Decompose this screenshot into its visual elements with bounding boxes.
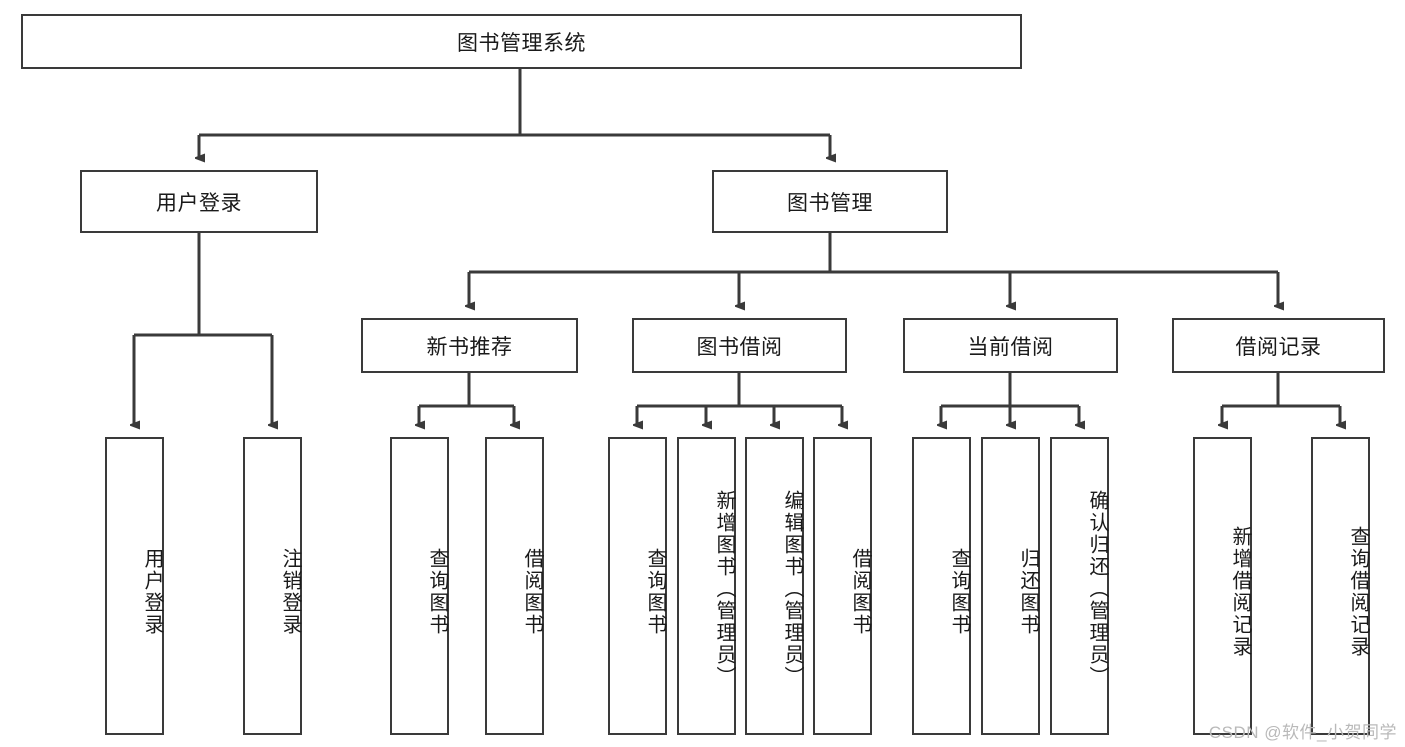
leaf-add-book-admin[interactable]: 新增图书（管理员）	[677, 437, 736, 735]
leaf-borrow-book[interactable]: 借阅图书	[813, 437, 872, 735]
leaf-query-book-borrow[interactable]: 查询图书	[608, 437, 667, 735]
leaf-user-login[interactable]: 用户登录	[105, 437, 164, 735]
node-user-login[interactable]: 用户登录	[80, 170, 318, 233]
node-label: 当前借阅	[967, 335, 1054, 359]
node-book-borrow[interactable]: 图书借阅	[632, 318, 847, 373]
node-label: 新增借阅记录	[1229, 526, 1251, 658]
leaf-query-borrow-record[interactable]: 查询借阅记录	[1311, 437, 1370, 735]
node-label: 用户登录	[141, 548, 163, 636]
node-new-book-recommend[interactable]: 新书推荐	[361, 318, 578, 373]
node-label: 查询图书	[644, 548, 666, 636]
node-label: 用户登录	[156, 191, 242, 215]
node-book-management[interactable]: 图书管理	[712, 170, 948, 233]
node-label: 确认归还（管理员）	[1086, 490, 1108, 688]
node-borrow-record[interactable]: 借阅记录	[1172, 318, 1385, 373]
node-label: 图书借阅	[696, 335, 783, 359]
node-label: 查询图书	[948, 548, 970, 636]
leaf-add-borrow-record[interactable]: 新增借阅记录	[1193, 437, 1252, 735]
leaf-query-book-current[interactable]: 查询图书	[912, 437, 971, 735]
node-label: 编辑图书（管理员）	[781, 490, 803, 688]
node-current-borrow[interactable]: 当前借阅	[903, 318, 1118, 373]
node-label: 新增图书（管理员）	[713, 490, 735, 688]
leaf-return-book[interactable]: 归还图书	[981, 437, 1040, 735]
node-label: 借阅图书	[849, 548, 871, 636]
csdn-watermark: CSDN @软件_小贺同学	[1208, 723, 1397, 742]
leaf-edit-book-admin[interactable]: 编辑图书（管理员）	[745, 437, 804, 735]
node-root-book-management-system[interactable]: 图书管理系统	[21, 14, 1022, 69]
leaf-query-book-recommend[interactable]: 查询图书	[390, 437, 449, 735]
node-label: 查询图书	[426, 548, 448, 636]
node-label: 新书推荐	[426, 335, 513, 359]
node-label: 归还图书	[1017, 548, 1039, 636]
node-label: 注销登录	[279, 548, 301, 636]
leaf-borrow-book-recommend[interactable]: 借阅图书	[485, 437, 544, 735]
node-label: 借阅图书	[521, 548, 543, 636]
node-label: 借阅记录	[1235, 335, 1322, 359]
node-label: 查询借阅记录	[1347, 526, 1369, 658]
leaf-logout[interactable]: 注销登录	[243, 437, 302, 735]
node-label: 图书管理系统	[457, 31, 586, 55]
node-label: 图书管理	[787, 191, 873, 215]
leaf-confirm-return-admin[interactable]: 确认归还（管理员）	[1050, 437, 1109, 735]
